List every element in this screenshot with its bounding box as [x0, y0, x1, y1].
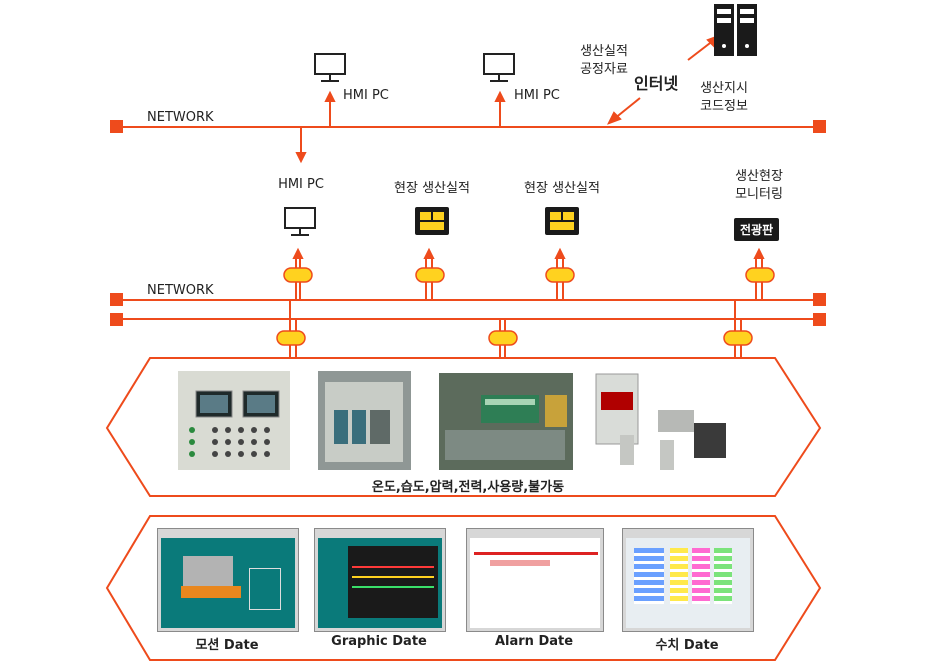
- field-terminal-icon: [415, 207, 449, 235]
- control-panel-photo: [178, 371, 290, 470]
- screen-caption: Alarn Date: [494, 634, 574, 649]
- field-terminal-icon: [545, 207, 579, 235]
- screen-caption: Graphic Date: [331, 634, 427, 649]
- monitoring-label: 모니터링: [735, 187, 783, 202]
- field-devices-frame: [105, 357, 822, 497]
- field-result-label: 현장 생산실적: [394, 181, 470, 196]
- field-result-label: 현장 생산실적: [524, 181, 600, 196]
- graphic-screen: [314, 528, 446, 632]
- monitor-icon: [284, 207, 316, 236]
- monitor-icon: [483, 53, 515, 82]
- numeric-screen: [622, 528, 754, 632]
- alarm-screen: [466, 528, 604, 632]
- cabinet-photo: [318, 371, 411, 470]
- monitoring-label: 생산현장: [735, 169, 783, 184]
- motion-screen: [157, 528, 299, 632]
- machine-photo: [439, 373, 573, 470]
- monitor-icon: [314, 53, 346, 82]
- screen-caption: 수치 Date: [655, 638, 719, 653]
- connector: [545, 267, 575, 283]
- server-icon: [714, 4, 757, 56]
- connector: [745, 267, 775, 283]
- server-label: 생산지시: [700, 81, 748, 96]
- screen-caption: 모션 Date: [195, 638, 259, 653]
- network-end-node: [813, 120, 826, 133]
- data-screens-frame: [105, 515, 822, 661]
- network-label-lower: NETWORK: [147, 283, 214, 298]
- sensor-devices-photo: [595, 373, 726, 470]
- connector: [415, 267, 445, 283]
- connector: [283, 267, 313, 283]
- display-board-badge: 전광판: [734, 218, 780, 241]
- network-end-node: [110, 120, 123, 133]
- connector: [488, 330, 518, 346]
- connector: [723, 330, 753, 346]
- report-label: 생산실적: [580, 44, 628, 59]
- network-label-top: NETWORK: [147, 110, 214, 125]
- report-label: 공정자료: [580, 62, 628, 77]
- hmi-pc-label: HMI PC: [343, 88, 389, 103]
- server-label: 코드정보: [700, 99, 748, 114]
- hmi-pc-label: HMI PC: [514, 88, 560, 103]
- sensors-caption: 온도,습도,압력,전력,사용량,불가동: [371, 480, 565, 495]
- hmi-pc-label: HMI PC: [278, 177, 324, 192]
- connector: [276, 330, 306, 346]
- internet-label: 인터넷: [634, 74, 679, 93]
